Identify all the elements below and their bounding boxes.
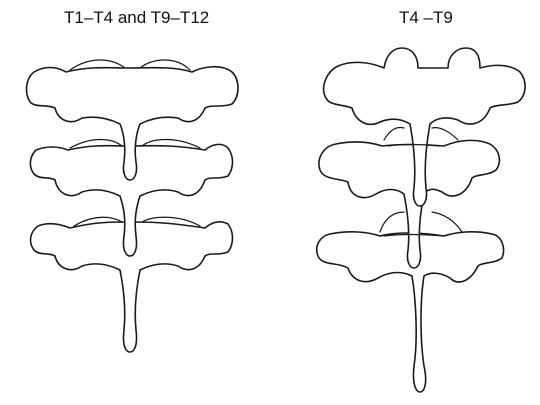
right-vertebra-stack bbox=[317, 48, 525, 392]
left-vertebra-stack bbox=[27, 60, 238, 352]
